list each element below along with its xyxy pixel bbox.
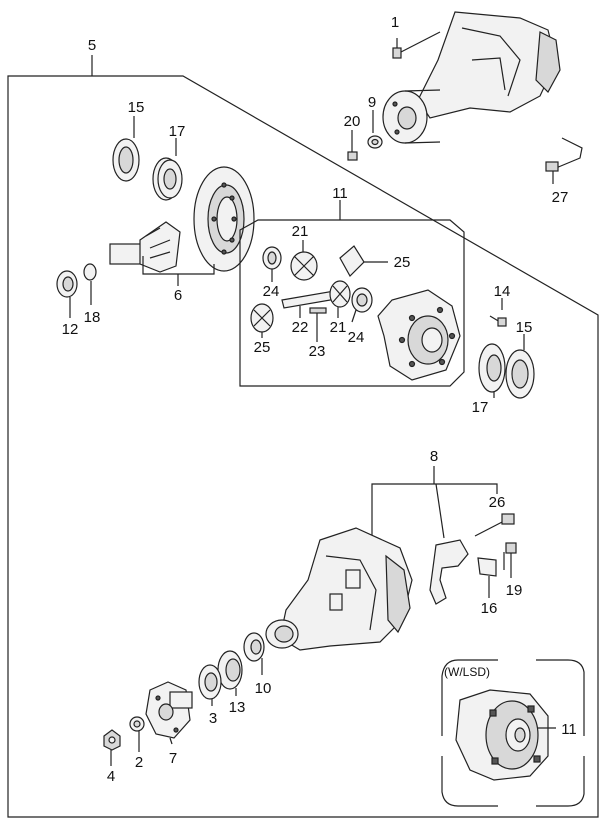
lsd-inset-title: (W/LSD) — [444, 665, 490, 679]
diff-box — [239, 219, 465, 387]
companion-flange-7 — [145, 681, 193, 745]
callout-21: 21 — [292, 223, 309, 240]
bearing-cap — [429, 539, 469, 605]
callout-6: 6 — [174, 287, 182, 304]
bolt-20 — [347, 130, 358, 161]
callout-12: 12 — [62, 321, 79, 338]
callout-27: 27 — [552, 189, 569, 206]
thrust-washer-24b — [351, 287, 373, 323]
oil-seal-3 — [198, 664, 222, 706]
lock-pin-23 — [309, 307, 327, 342]
diff-case — [377, 289, 461, 381]
bolt-26 — [474, 513, 515, 537]
callout-7: 7 — [169, 750, 177, 767]
leader-8 — [371, 483, 498, 535]
callout-17: 17 — [169, 123, 186, 140]
callout-20: 20 — [344, 113, 361, 130]
callout-19: 19 — [506, 582, 523, 599]
bearing-13 — [217, 650, 243, 696]
carrier-housing-top — [382, 11, 561, 144]
callout-11b: 11 — [561, 721, 577, 738]
callout-15: 15 — [128, 99, 145, 116]
callout-4: 4 — [107, 768, 115, 785]
thrust-washer-24 — [262, 246, 282, 282]
carrier-housing — [265, 527, 413, 651]
bolt-27 — [545, 137, 583, 184]
side-gear-21 — [290, 240, 318, 281]
callout-18: 18 — [84, 309, 101, 326]
bolt-14 — [489, 298, 507, 327]
callout-10: 10 — [255, 680, 272, 697]
callout-21b: 21 — [330, 319, 347, 336]
bearing-12 — [56, 270, 78, 318]
callout-26: 26 — [489, 494, 506, 511]
callout-15b: 15 — [516, 319, 533, 336]
oil-seal-15 — [112, 116, 140, 182]
callout-25: 25 — [394, 254, 411, 271]
spacer-10 — [243, 632, 265, 675]
nut-4 — [103, 729, 121, 766]
callout-8: 8 — [430, 448, 438, 465]
lock-plate-16 — [477, 557, 497, 598]
callout-5: 5 — [88, 37, 96, 54]
bearing-17 — [152, 138, 183, 201]
spacer-18 — [83, 263, 97, 305]
washer-9 — [367, 110, 383, 149]
oil-seal-15b — [505, 334, 535, 399]
lsd-inset-frame — [441, 659, 585, 807]
callout-16: 16 — [481, 600, 498, 617]
callout-11: 11 — [332, 185, 348, 202]
ring-gear — [193, 166, 255, 272]
callout-24: 24 — [263, 283, 280, 300]
bolt-1 — [392, 31, 441, 59]
washer-2 — [129, 716, 145, 752]
side-gear-21b — [329, 280, 351, 318]
callout-25b: 25 — [254, 339, 271, 356]
callout-1: 1 — [391, 14, 399, 31]
pinion-gear-25 — [339, 245, 388, 277]
callout-3: 3 — [209, 710, 217, 727]
callout-14: 14 — [494, 283, 511, 300]
lsd-differential-case — [455, 689, 549, 781]
drive-pinion — [109, 221, 181, 273]
callout-24b: 24 — [348, 329, 365, 346]
callout-23: 23 — [309, 343, 326, 360]
leader-8-mid — [435, 483, 445, 539]
callout-2: 2 — [135, 754, 143, 771]
callout-17b: 17 — [472, 399, 489, 416]
callout-22: 22 — [292, 319, 309, 336]
pinion-gear-25b — [250, 303, 274, 338]
bearing-17b — [478, 343, 506, 398]
callout-9: 9 — [368, 94, 376, 111]
bolt-19 — [503, 542, 517, 578]
callout-13: 13 — [229, 699, 246, 716]
assembly-frame — [7, 75, 599, 818]
